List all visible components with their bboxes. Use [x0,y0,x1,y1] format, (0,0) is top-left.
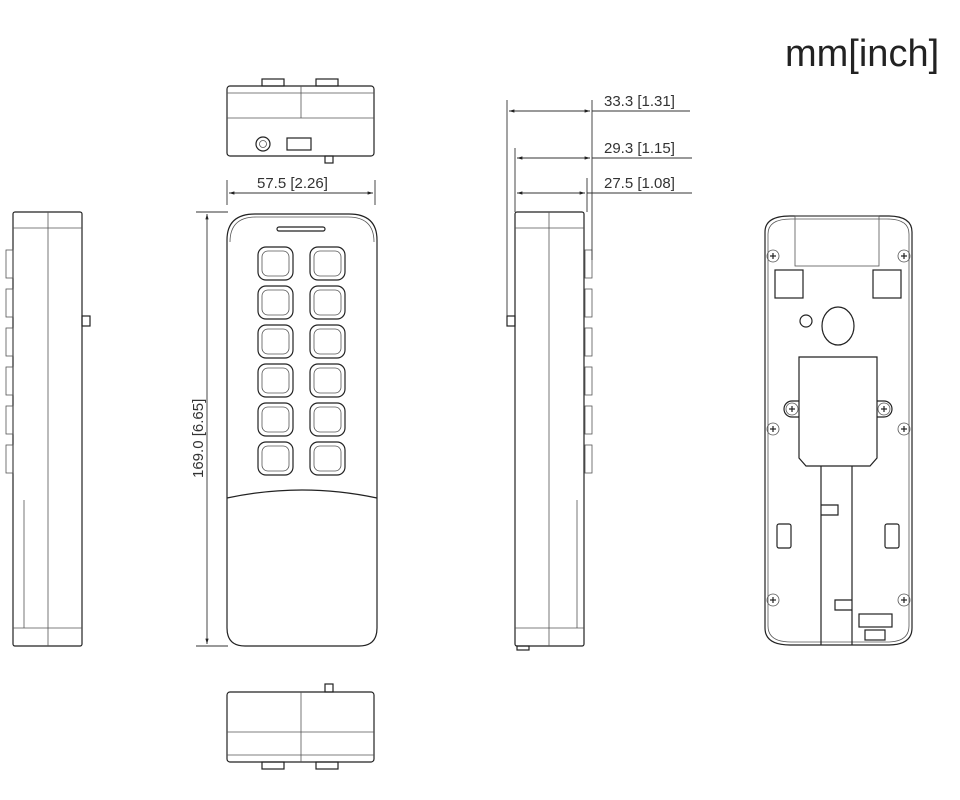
screw-icon [877,402,891,416]
screw-icon [897,593,911,607]
top-view [226,78,375,164]
side-key-profile [5,405,14,435]
front-view [226,213,378,647]
side-key-profile [584,327,593,357]
right-side-view [506,211,593,651]
width-label: 57.5 [2.26] [257,175,328,192]
keypad-key [257,402,294,437]
depth-dimensions: 33.3 [1.31] 29.3 [1.15] 27.5 [1.08] [506,93,692,316]
screw-icon [766,593,780,607]
keypad-key [257,441,294,476]
side-key-profile [584,444,593,474]
keypad-key [257,363,294,398]
screw-icon [766,422,780,436]
width-dimension: 57.5 [2.26] [226,175,376,205]
keypad-key [257,246,294,281]
side-key-profile [584,288,593,318]
side-key-profile [5,444,14,474]
keypad-key [309,363,346,398]
side-key-profile [5,288,14,318]
depth-body-label: 27.5 [1.08] [604,175,675,192]
side-key-profile [5,249,14,279]
keypad-key [309,246,346,281]
height-label: 169.0 [6.65] [190,399,207,478]
keypad [257,246,346,476]
depth-total-label: 33.3 [1.31] [604,93,675,110]
screw-icon [897,249,911,263]
side-key-profile [5,327,14,357]
keypad-key [257,324,294,359]
keypad-key [309,402,346,437]
left-side-view [5,211,91,647]
side-key-profile [5,366,14,396]
side-key-profile [584,366,593,396]
depth-mid-label: 29.3 [1.15] [604,140,675,157]
keypad-key [309,324,346,359]
side-key-profile [584,249,593,279]
screw-icon [785,402,799,416]
bottom-view [226,683,375,770]
height-dimension: 169.0 [6.65] [190,211,228,647]
keypad-key [309,441,346,476]
units-label: mm[inch] [785,33,939,75]
keypad-key [257,285,294,320]
screw-icon [897,422,911,436]
screw-icon [766,249,780,263]
keypad-key [309,285,346,320]
side-key-profile [584,405,593,435]
back-view [764,215,913,646]
